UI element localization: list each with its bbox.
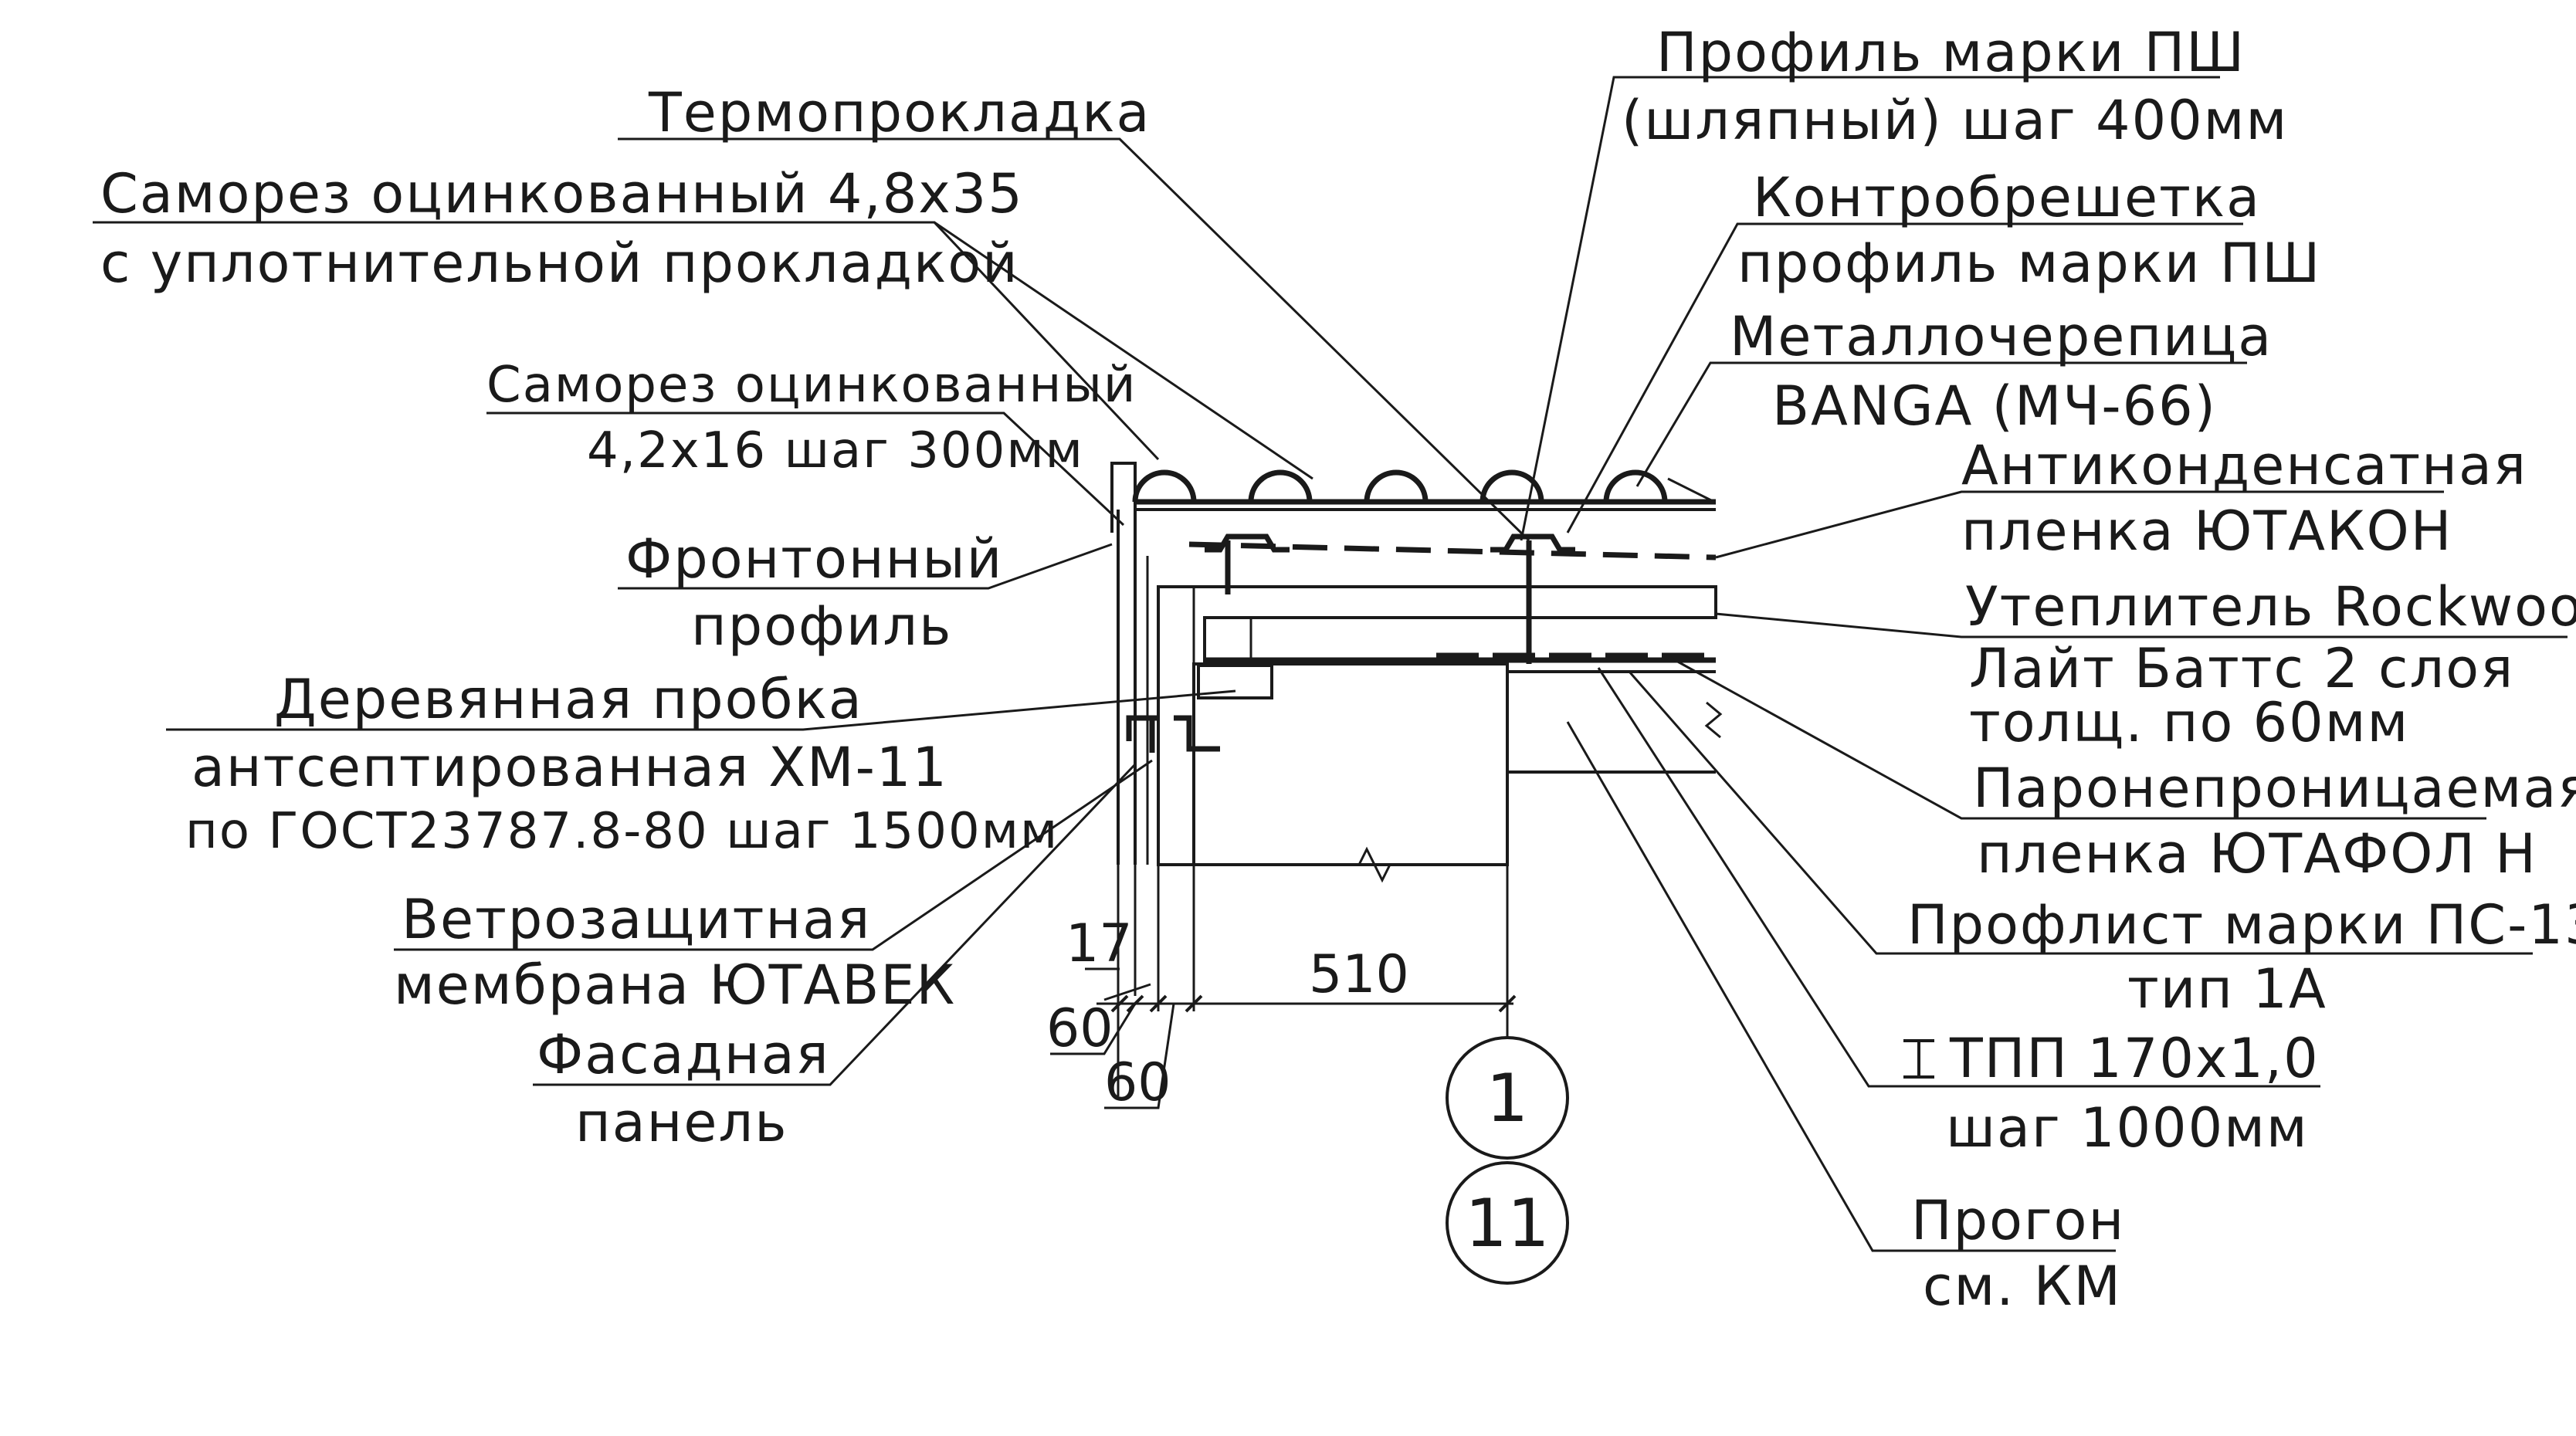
label-insulation-line1: Утеплитель Rockwool [1965,575,2576,638]
label-gable-line1: Фронтонный [625,527,1003,591]
leader-gable [618,543,1113,590]
label-tile-line1: Металлочерепица [1730,305,2273,368]
leader-deck [1628,671,2533,955]
dim-60-b: 60 [1104,1052,1171,1113]
label-hat-profile-line2: (шляпный) шаг 400мм [1622,89,2288,152]
break-mark [1357,846,1391,883]
label-screw-42-line1: Саморез оцинкованный [486,357,1137,414]
axis-markers [1446,1035,1569,1285]
callout-labels: Термопрокладка Саморез оцинкованный 4,8x… [100,21,2576,1318]
axis-label-11: 11 [1465,1185,1549,1262]
label-beam-line1: ТПП 170х1,0 [1949,1027,2320,1090]
label-anticond-line2: пленка ЮТАКОН [1961,500,2452,563]
label-plug-line1: Деревянная пробка [274,668,863,731]
label-plug-line2: антсептированная ХМ-11 [192,736,948,799]
label-thermal-pad: Термопрокладка [648,81,1151,144]
label-counter-line1: Контробрешетка [1753,166,2261,229]
leader-purlin [1566,721,2116,1252]
label-beam-line2: шаг 1000мм [1946,1096,2309,1160]
label-insulation-line3: толщ. по 60мм [1969,691,2409,754]
label-facade-line2: панель [575,1091,788,1154]
steel-beam-section [1506,664,1723,774]
facade-panel [1117,510,1195,866]
label-purlin-line1: Прогон [1911,1189,2125,1252]
dimension-labels: 17 60 60 510 [1046,913,1409,1113]
leader-thermal-pad [618,137,1530,542]
label-deck-line1: Профлист марки ПС-13 [1907,893,2576,957]
label-gable-line2: профиль [691,594,952,658]
label-screw-42-line2: 4,2x16 шаг 300мм [587,422,1084,479]
leader-plug [166,689,1236,731]
label-wind-line1: Ветрозащитная [402,888,871,951]
leader-facade [533,763,1137,1086]
i-beam-icon [1903,1039,1934,1079]
axis-circle-bottom [1446,1161,1569,1285]
leader-beam [1597,667,2320,1088]
dim-60-a: 60 [1046,998,1113,1059]
hat-profiles [1205,533,1575,664]
label-screw-48-line1: Саморез оцинкованный 4,8x35 [100,162,1024,225]
wall-block [1192,662,1509,866]
label-deck-line2: тип 1А [2127,957,2327,1021]
leader-tile [1635,361,2247,487]
label-vapor-line2: пленка ЮТАФОЛ Н [1977,822,2537,886]
dim-17: 17 [1066,913,1133,974]
leader-counter [1566,222,2243,533]
insulation-rockwool [1157,585,1717,866]
anticondensation-film [1188,541,1717,561]
label-purlin-line2: см. КМ [1923,1255,2122,1318]
leader-vapor [1667,655,2486,820]
dim-510: 510 [1309,944,1409,1005]
gable-profile [1110,462,1716,533]
label-hat-profile-line1: Профиль марки ПШ [1656,21,2246,84]
leader-lines [93,76,2568,1252]
dimension-chain [1050,772,1517,1109]
leader-screw-42 [486,411,1125,527]
leader-hat-profile [1520,76,2220,541]
label-wind-line2: мембрана ЮТАВЕК [394,953,956,1017]
label-facade-line1: Фасадная [537,1023,830,1086]
leader-insulation [1715,612,2568,638]
label-counter-line2: профиль марки ПШ [1737,232,2321,295]
label-vapor-line1: Паронепроницаемая [1973,757,2576,820]
construction-section [1110,462,1723,883]
label-insulation-line2: Лайт Баттс 2 слоя [1969,637,2514,700]
label-anticond-line1: Антиконденсатная [1961,434,2527,497]
label-tile-line2: BANGA (МЧ-66) [1772,374,2217,438]
label-plug-line3: по ГОСТ23787.8-80 шаг 1500мм [185,803,1059,860]
corner-bracket [1126,715,1220,753]
label-screw-48-line2: с уплотнительной прокладкой [100,232,1019,295]
metal-tile-waves [1132,469,1715,503]
axis-label-1: 1 [1486,1060,1529,1137]
leader-anticond [1715,490,2444,559]
axis-labels: 1 11 [1465,1060,1549,1262]
wooden-plug [1197,664,1273,699]
leader-wind [394,759,1153,951]
